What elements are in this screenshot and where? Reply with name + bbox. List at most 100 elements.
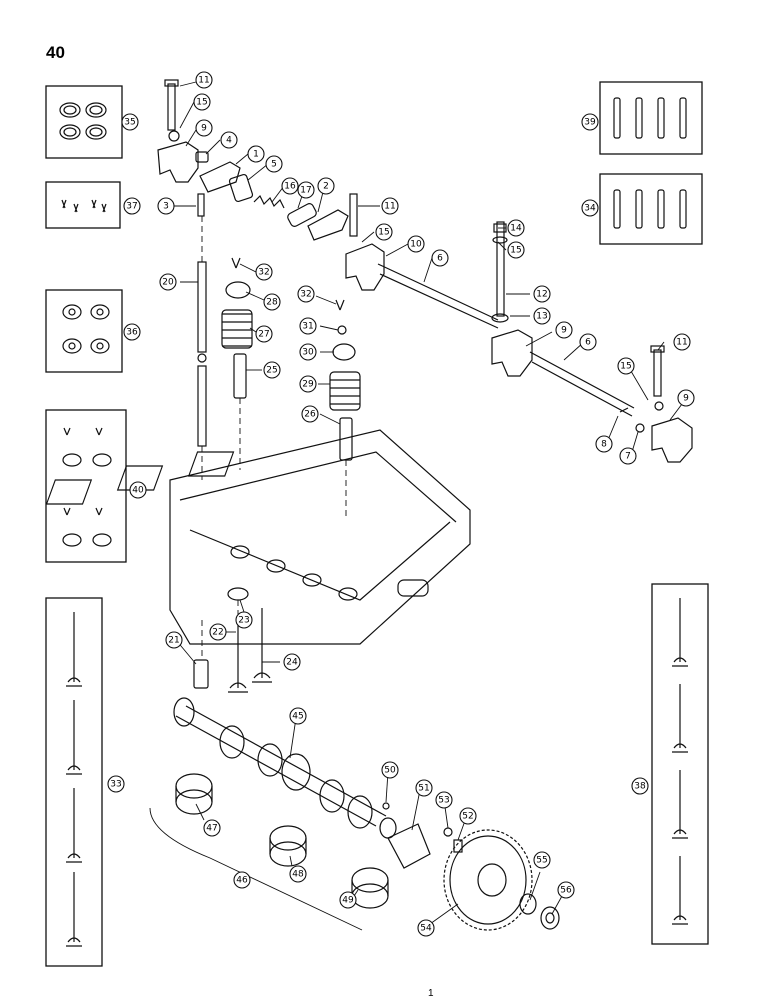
callout-circle (107, 775, 125, 793)
callout-label: 2 (323, 182, 329, 192)
callout-c24: 24 (283, 653, 301, 671)
callout-c32a: 32 (255, 263, 273, 281)
callout-circle (129, 481, 147, 499)
callout-circle (123, 197, 141, 215)
callout-c30: 30 (299, 343, 317, 361)
callout-circle (297, 181, 315, 199)
callout-c23: 23 (235, 611, 253, 629)
kit-box-33-valves (45, 597, 103, 967)
callout-c8: 8 (595, 435, 613, 453)
callout-circle (431, 249, 449, 267)
callout-label: 49 (342, 896, 354, 906)
callout-label: 6 (437, 254, 443, 264)
callout-c46: 46 (233, 871, 251, 889)
callout-c48: 48 (289, 865, 307, 883)
callout-c34: 34 (581, 199, 599, 217)
callout-circle (619, 447, 637, 465)
callout-label: 16 (284, 182, 296, 192)
callout-c40: 40 (129, 481, 147, 499)
camshaft (173, 697, 397, 839)
kit-box-36 (45, 289, 123, 373)
kit-box-38-valves (651, 583, 709, 945)
callout-c3: 3 (157, 197, 175, 215)
callout-label: 5 (271, 160, 277, 170)
callout-label: 15 (510, 246, 521, 256)
callout-c31: 31 (299, 317, 317, 335)
callout-circle (263, 361, 281, 379)
callout-c29: 29 (299, 375, 317, 393)
callout-circle (533, 307, 551, 325)
callout-circle (220, 131, 238, 149)
callout-c6b: 6 (579, 333, 597, 351)
callout-circle (381, 761, 399, 779)
callout-circle (233, 871, 251, 889)
rocker-arm-assembly (157, 79, 693, 463)
callout-circle (555, 321, 573, 339)
callout-label: 26 (304, 410, 316, 420)
callout-circle (193, 93, 211, 111)
callout-label: 11 (384, 202, 395, 212)
callout-circle (677, 389, 695, 407)
gear-hardware (382, 802, 463, 869)
callout-c20: 20 (159, 273, 177, 291)
callout-label: 39 (584, 118, 596, 128)
callout-label: 12 (536, 290, 547, 300)
callout-c9b: 9 (555, 321, 573, 339)
callout-c27: 27 (255, 325, 273, 343)
bracket-46 (149, 807, 363, 931)
callout-circle (507, 219, 525, 237)
callout-c45: 45 (289, 707, 307, 725)
callout-circle (157, 197, 175, 215)
callout-c5: 5 (265, 155, 283, 173)
callout-circle (631, 777, 649, 795)
callout-label: 54 (420, 924, 432, 934)
callout-circle (415, 779, 433, 797)
callout-circle (299, 317, 317, 335)
page-number: 40 (46, 43, 65, 62)
callout-label: 30 (302, 348, 314, 358)
kit-box-37 (45, 181, 121, 229)
callout-c22: 22 (209, 623, 227, 641)
callout-circle (435, 791, 453, 809)
callout-c11c: 11 (673, 333, 691, 351)
callout-label: 24 (286, 658, 298, 668)
callout-label: 15 (378, 228, 389, 238)
callout-label: 21 (168, 636, 179, 646)
callout-c39: 39 (581, 113, 599, 131)
callout-c7: 7 (619, 447, 637, 465)
callout-c15d: 15 (617, 357, 635, 375)
callout-label: 13 (536, 312, 547, 322)
callout-circle (595, 435, 613, 453)
callout-c51: 51 (415, 779, 433, 797)
callout-circle (209, 623, 227, 641)
callout-label: 53 (438, 796, 449, 806)
callout-circle (375, 223, 393, 241)
callout-label: 11 (198, 76, 209, 86)
callout-label: 28 (266, 298, 278, 308)
callout-circle (281, 177, 299, 195)
callout-circle (459, 807, 477, 825)
callout-label: 15 (196, 98, 207, 108)
callout-circle (579, 333, 597, 351)
callout-label: 37 (126, 202, 137, 212)
callout-label: 38 (634, 782, 646, 792)
callout-circle (283, 653, 301, 671)
callout-circle (581, 199, 599, 217)
callout-c12: 12 (533, 285, 551, 303)
callout-circle (165, 631, 183, 649)
callout-label: 40 (132, 486, 144, 496)
head-lower-parts (193, 587, 272, 693)
callout-label: 7 (625, 452, 631, 462)
callout-label: 4 (226, 136, 232, 146)
callout-c25: 25 (263, 361, 281, 379)
callout-label: 17 (300, 186, 311, 196)
callout-circle (407, 235, 425, 253)
callout-c32b: 32 (297, 285, 315, 303)
cylinder-head (45, 429, 471, 645)
callout-label: 56 (560, 886, 572, 896)
callout-c4: 4 (220, 131, 238, 149)
callout-label: 10 (410, 240, 422, 250)
callout-label: 32 (300, 290, 311, 300)
callout-c14: 14 (507, 219, 525, 237)
callout-circle (265, 155, 283, 173)
